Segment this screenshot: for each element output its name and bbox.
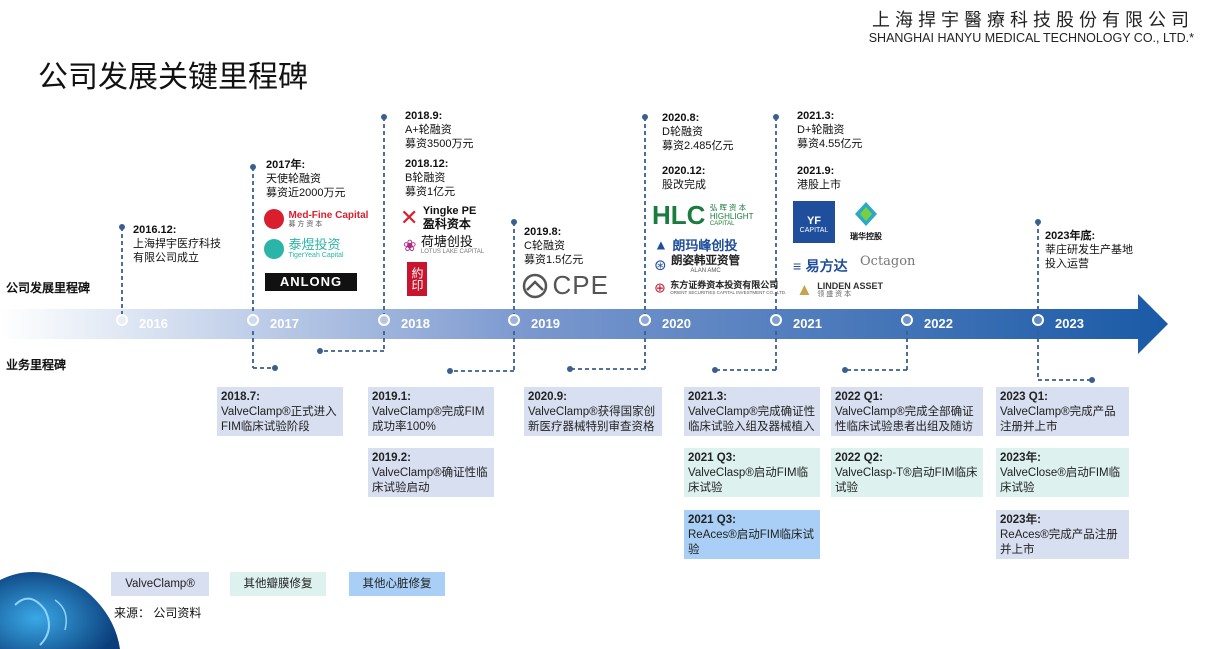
tigeryeah-icon xyxy=(264,239,284,259)
year-marker-2016 xyxy=(116,314,128,326)
business-event-card: 2019.1:ValveClamp®完成FIM成功率100% xyxy=(368,387,494,436)
company-event-2018-b: 2018.12: B轮融资 募资1亿元 xyxy=(405,158,456,198)
heart-image xyxy=(0,572,120,649)
yingke-icon: ✕ xyxy=(400,205,419,230)
mountain-icon: ▲ xyxy=(654,236,668,253)
company-name-en: SHANGHAI HANYU MEDICAL TECHNOLOGY CO., L… xyxy=(868,31,1194,45)
year-marker-2023 xyxy=(1032,314,1044,326)
medfine-icon xyxy=(264,209,284,229)
year-marker-2022 xyxy=(901,314,913,326)
yingke-logo: ✕ Yingke PE 盈科资本 xyxy=(400,205,477,231)
tigeryeah-logo: 泰煜投资 TigerYeah Capital xyxy=(264,238,344,260)
company-event-2018-a: 2018.9: A+轮融资 募资3500万元 xyxy=(405,110,474,150)
legend-other-valve-repair: 其他瓣膜修复 xyxy=(230,572,326,596)
business-event-card: 2021 Q3:ValveClasp®启动FIM临床试验 xyxy=(684,448,820,497)
yifangda-icon: ≡ xyxy=(793,258,802,274)
business-event-card: 2023 Q1:ValveClamp®完成产品注册并上市 xyxy=(996,387,1129,436)
legend-other-heart-repair: 其他心脏修复 xyxy=(349,572,445,596)
business-event-card: 2021 Q3:ReAces®启动FIM临床试验 xyxy=(684,510,820,559)
source-note: 来源： 公司资料 xyxy=(114,606,202,620)
year-label: 2016 xyxy=(139,316,168,331)
timeline-arrow xyxy=(0,294,1168,354)
business-event-card: 2020.9:ValveClamp®获得国家创新医疗器械特别审查资格 xyxy=(524,387,662,436)
orient-icon: ⊕ xyxy=(654,279,666,296)
legend-valveclamp: ValveClamp® xyxy=(111,572,209,596)
octagon-logo: Octagon xyxy=(860,254,916,269)
year-label: 2023 xyxy=(1055,316,1084,331)
company-name-cn: 上海捍宇醫療科技股份有限公司 xyxy=(872,10,1194,30)
lotus-icon: ❀ xyxy=(403,237,417,255)
alanamc-icon: ⊛ xyxy=(654,257,667,274)
yueyin-logo: 約印 xyxy=(407,262,427,296)
linden-icon: ▲ xyxy=(796,280,813,299)
anlong-logo: ANLONG xyxy=(265,273,357,291)
hlc-logo: HLC 弘 晖 资 本 HIGHLIGHT CAPITAL xyxy=(652,200,754,230)
year-marker-2018 xyxy=(378,314,390,326)
company-event-2021-b: 2021.9: 港股上市 xyxy=(797,165,841,191)
company-milestone-label: 公司发展里程碑 xyxy=(6,281,91,295)
medfine-logo: Med-Fine Capital 募 方 资 本 xyxy=(264,209,368,229)
business-event-card: 2023年:ReAces®完成产品注册并上市 xyxy=(996,510,1129,559)
business-event-card: 2022 Q1:ValveClamp®完成全部确证性临床试验患者出组及随访 xyxy=(831,387,983,436)
langma-logo: ▲ 朗玛峰创投 xyxy=(654,236,738,254)
company-event-2023: 2023年底: 莘庄研发生产基地 投入运营 xyxy=(1045,230,1133,270)
year-marker-2017 xyxy=(247,314,259,326)
ruihua-icon xyxy=(855,202,877,226)
orient-logo: ⊕ 东方证券资本投资有限公司 ORIENT SECURITIES CAPITAL… xyxy=(654,279,787,296)
business-event-card: 2018.7:ValveClamp®正式进入FIM临床试验阶段 xyxy=(217,387,343,436)
company-event-2019: 2019.8: C轮融资 募资1.5亿元 xyxy=(524,226,584,266)
year-marker-2020 xyxy=(639,314,651,326)
company-event-2016: 2016.12: 上海捍宇医疗科技 有限公司成立 xyxy=(133,224,221,264)
year-marker-2021 xyxy=(770,314,782,326)
linden-logo: ▲ LINDEN ASSET 领 盛 资 本 xyxy=(796,280,883,299)
ruihua-logo: 瑞华控股 xyxy=(850,201,882,241)
company-event-2021-a: 2021.3: D+轮融资 募资4.55亿元 xyxy=(797,110,863,150)
year-label: 2018 xyxy=(401,316,430,331)
year-label: 2019 xyxy=(531,316,560,331)
cpe-logo: CPE xyxy=(522,270,609,301)
page-title: 公司发展关键里程碑 xyxy=(38,61,308,94)
yf-capital-logo: YF CAPITAL xyxy=(793,201,835,243)
year-label: 2017 xyxy=(270,316,299,331)
business-event-card: 2023年:ValveClose®启动FIM临床试验 xyxy=(996,448,1129,497)
company-event-2017: 2017年: 天使轮融资 募资近2000万元 xyxy=(266,159,346,199)
yifangda-logo: ≡ 易方达 xyxy=(793,258,848,274)
year-label: 2021 xyxy=(793,316,822,331)
year-label: 2020 xyxy=(662,316,691,331)
business-event-card: 2019.2:ValveClamp®确证性临床试验启动 xyxy=(368,448,494,497)
lotus-logo: ❀ 荷塘创投 LOTUS LAKE CAPITAL xyxy=(403,234,485,256)
cpe-icon xyxy=(522,273,548,298)
alanamc-logo: ⊛ 朗姿韩亚资管 ALAN AMC xyxy=(654,255,741,274)
year-label: 2022 xyxy=(924,316,953,331)
business-event-card: 2022 Q2:ValveClasp-T®启动FIM临床试验 xyxy=(831,448,983,497)
business-milestone-label: 业务里程碑 xyxy=(6,358,67,372)
year-marker-2019 xyxy=(508,314,520,326)
company-event-2020-a: 2020.8: D轮融资 募资2.485亿元 xyxy=(662,112,734,152)
company-event-2020-b: 2020.12: 股改完成 xyxy=(662,165,706,191)
business-event-card: 2021.3:ValveClamp®完成确证性临床试验入组及器械植入 xyxy=(684,387,820,436)
